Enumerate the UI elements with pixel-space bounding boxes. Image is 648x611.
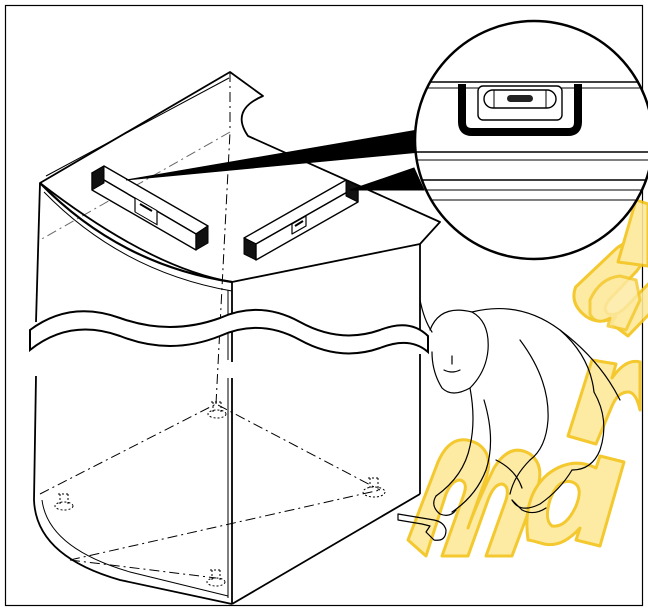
spirit-level-bubble-icon: [507, 95, 533, 102]
foot-front-left: [54, 493, 74, 511]
watermark-letters: [406, 198, 648, 558]
break-lines: [29, 309, 429, 355]
spirit-level-right: [243, 179, 359, 261]
foot-rear-left: [207, 401, 227, 419]
detail-callout: [413, 19, 648, 261]
technician-figure: [397, 299, 621, 541]
appliance-cabinet: [33, 71, 441, 605]
adjustable-feet: [54, 401, 386, 587]
spirit-level-left: [91, 165, 209, 251]
watermark-logo: [406, 198, 648, 558]
foot-rear-right: [362, 477, 386, 498]
foot-front-right: [206, 569, 226, 587]
